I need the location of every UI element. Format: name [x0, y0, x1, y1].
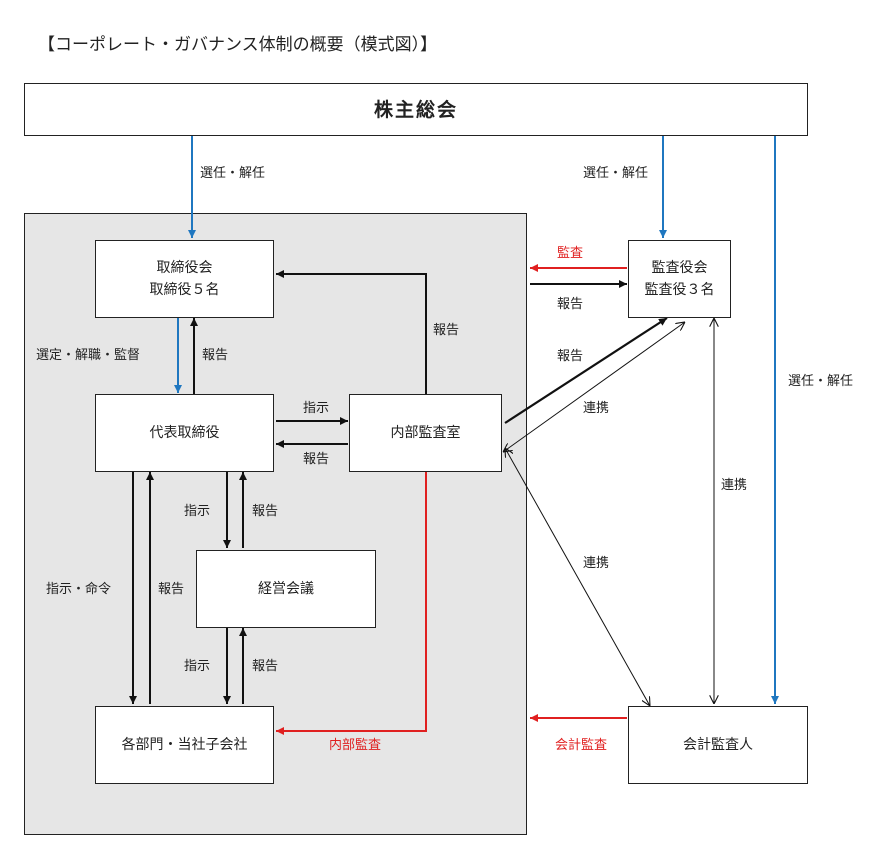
label-report-to-auditors: 報告 [557, 297, 584, 312]
arrow-internal-audit [276, 472, 427, 735]
departments-subsidiaries-box: 各部門・当社子会社 [95, 706, 274, 784]
management-meeting-box: 経営会議 [196, 550, 376, 628]
label-report-internal-to-board: 報告 [433, 323, 460, 338]
diagram-title: 【コーポレート・ガバナンス体制の概要（模式図）】 [38, 35, 438, 55]
shareholders-meeting-label: 株主総会 [373, 98, 458, 121]
label-internal-audit: 内部監査 [329, 738, 382, 753]
representative-director-box: 代表取締役 [95, 394, 274, 472]
label-report-mgmt-to-rep: 報告 [252, 504, 279, 519]
label-instruct-to-mgmt: 指示 [184, 504, 211, 519]
label-elect-dismiss-board: 選任・解任 [200, 166, 266, 181]
label-accounting-audit: 会計監査 [555, 738, 608, 753]
label-report-internal-to-auditors: 報告 [557, 349, 584, 364]
label-elect-dismiss-auditors: 選任・解任 [583, 166, 649, 181]
label-instruct-to-internal: 指示 [303, 401, 330, 416]
label-audit: 監査 [557, 246, 584, 261]
label-select-dismiss-supervise: 選定・解職・監督 [36, 348, 141, 363]
accounting-auditor-label: 会計監査人 [683, 737, 753, 753]
arrow-report-internal-to-board [276, 270, 427, 394]
label-coop-auditors-accountant: 連携 [721, 478, 748, 493]
departments-label: 各部門・当社子会社 [121, 737, 248, 753]
label-coop-internal-accountant: 連携 [583, 556, 610, 571]
board-count-label: 取締役５名 [149, 282, 220, 298]
accounting-auditor-box: 会計監査人 [628, 706, 808, 784]
label-elect-dismiss-accountant: 選任・解任 [788, 374, 854, 389]
audit-board-box: 監査役会 監査役３名 [628, 240, 731, 318]
label-instruct-order-to-depts: 指示・命令 [46, 582, 112, 597]
internal-audit-office-box: 内部監査室 [349, 394, 502, 472]
representative-director-label: 代表取締役 [149, 425, 220, 441]
label-report-internal-to-rep: 報告 [303, 452, 330, 467]
arrow-coop-internal-accountant [505, 448, 650, 706]
internal-audit-office-label: 内部監査室 [390, 425, 461, 441]
label-instruct-mgmt-to-depts: 指示 [184, 659, 211, 674]
arrow-coop-internal-auditors [503, 322, 685, 452]
shareholders-meeting-box: 株主総会 [24, 83, 808, 136]
board-of-directors-box: 取締役会 取締役５名 [95, 240, 274, 318]
label-report-rep-to-board: 報告 [202, 348, 229, 363]
label-coop-internal-auditors: 連携 [583, 401, 610, 416]
label-report-depts-to-rep: 報告 [158, 582, 185, 597]
audit-board-count-label: 監査役３名 [644, 282, 715, 298]
audit-board-label: 監査役会 [651, 260, 708, 276]
board-label: 取締役会 [156, 260, 213, 276]
management-meeting-label: 経営会議 [258, 581, 314, 597]
label-report-depts-to-mgmt: 報告 [252, 659, 279, 674]
